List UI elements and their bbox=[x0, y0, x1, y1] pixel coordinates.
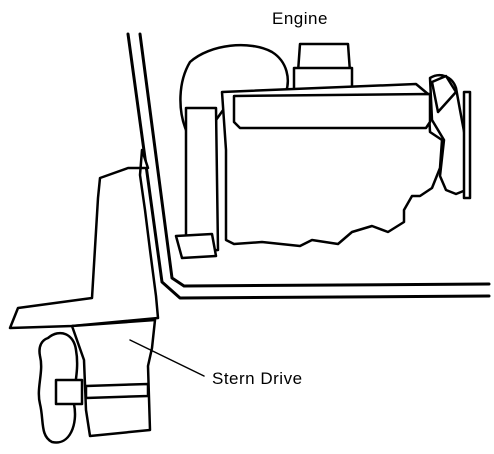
transom-plate-edge bbox=[174, 232, 218, 260]
belt-bracket bbox=[430, 74, 458, 114]
stern-drive-leader-line bbox=[129, 339, 205, 377]
lower-unit-band bbox=[84, 382, 150, 400]
propeller-hub bbox=[54, 378, 84, 406]
front-plate bbox=[462, 90, 472, 200]
transom-plate bbox=[184, 106, 220, 254]
stern-drive-housing bbox=[8, 148, 160, 330]
engine-label: Engine bbox=[272, 9, 328, 28]
valve-cover bbox=[232, 92, 432, 130]
stern-drive-label: Stern Drive bbox=[212, 369, 303, 388]
lower-unit bbox=[70, 318, 157, 438]
